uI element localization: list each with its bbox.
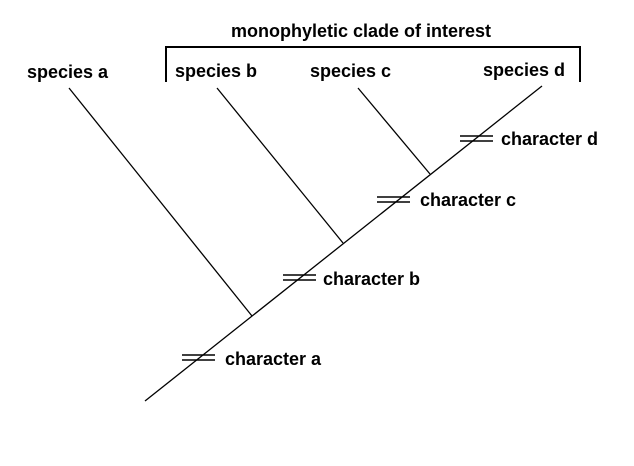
clade-bracket [165, 46, 581, 82]
character-b-label: character b [323, 269, 421, 289]
character-c-label: character c [420, 190, 517, 210]
branches [68, 85, 543, 402]
branch-species-b [216, 87, 344, 244]
character-d-label: character d [501, 129, 599, 149]
character-b-mark [283, 274, 316, 281]
branch-species-a [68, 87, 253, 317]
species-c-label: species c [310, 61, 392, 81]
main-stem [144, 85, 543, 402]
species-b-label: species b [175, 61, 258, 81]
character-a-label: character a [225, 349, 322, 369]
species-a-label: species a [27, 62, 109, 82]
character-a-mark [182, 354, 215, 361]
clade-title: monophyletic clade of interest [231, 21, 492, 41]
character-c-mark [377, 196, 410, 203]
character-marks [182, 135, 493, 361]
character-d-mark [460, 135, 493, 142]
branch-species-c [357, 87, 431, 175]
species-d-label: species d [483, 60, 566, 80]
